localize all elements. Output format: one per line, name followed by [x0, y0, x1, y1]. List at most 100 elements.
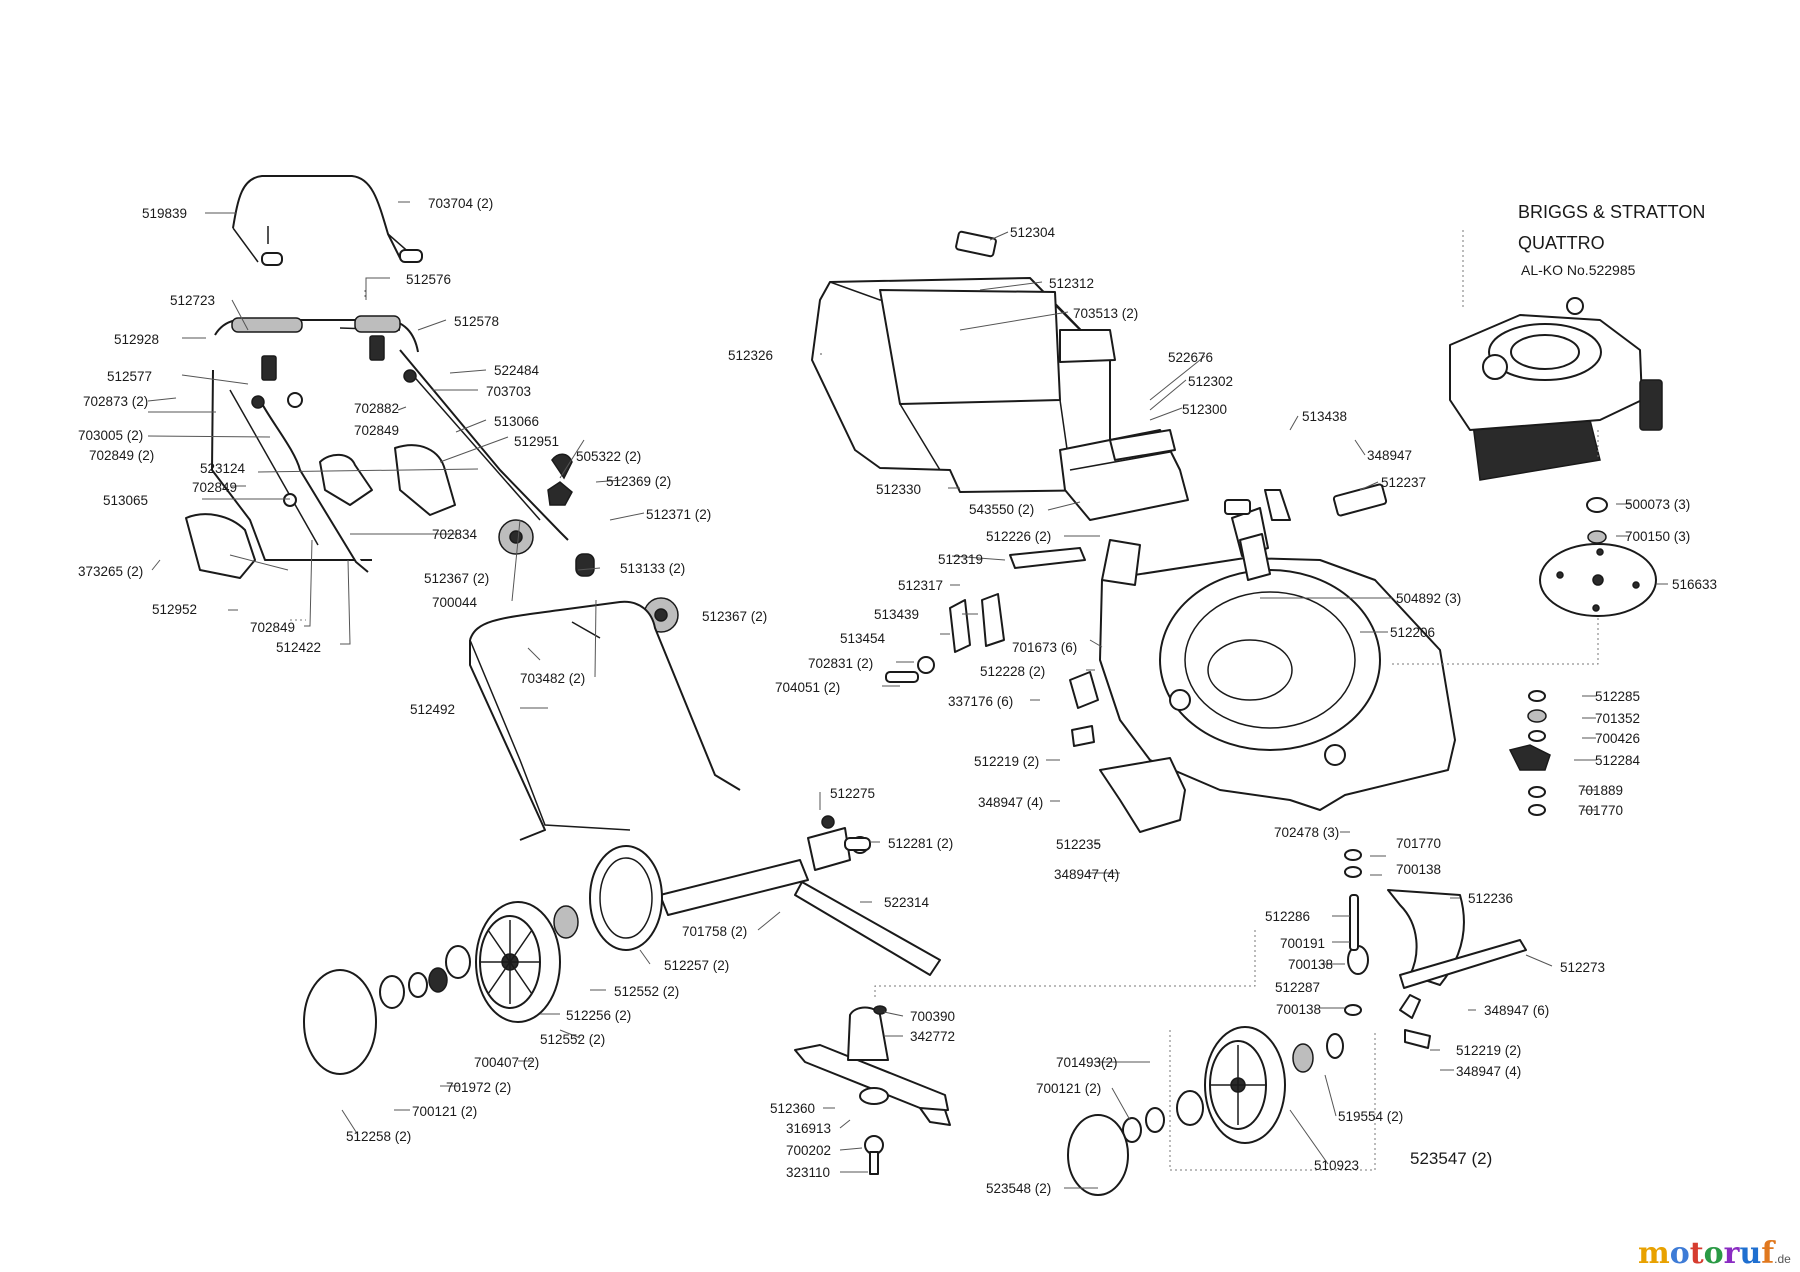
part-label: 702834	[432, 527, 478, 542]
part-label: 512317	[898, 578, 943, 593]
part-label: 512492	[410, 702, 455, 717]
watermark-letter: m	[1638, 1236, 1670, 1271]
part-label: 512326	[728, 348, 773, 363]
part-label: 702849	[354, 423, 399, 438]
engine-model-text: QUATTRO	[1518, 233, 1605, 253]
watermark-letter: o	[1669, 1236, 1690, 1271]
star-knobs	[498, 453, 679, 633]
upper-handle-bar	[232, 175, 423, 266]
part-label: 512287	[1275, 980, 1320, 995]
rear-axle-assembly	[659, 815, 941, 976]
part-label: 512226 (2)	[986, 529, 1051, 544]
part-label: 342772	[910, 1029, 955, 1044]
part-label: 505322 (2)	[576, 449, 641, 464]
part-label: 519839	[142, 206, 187, 221]
part-label: 704051 (2)	[775, 680, 840, 695]
part-label: 702849 (2)	[89, 448, 154, 463]
front-right-wheel	[1067, 1026, 1344, 1196]
grass-catcher	[811, 230, 1116, 493]
part-label: 701352	[1595, 711, 1640, 726]
part-label: 512952	[152, 602, 197, 617]
part-label: 513066	[494, 414, 539, 429]
part-label: 373265 (2)	[78, 564, 143, 579]
part-label: 702849	[192, 480, 237, 495]
part-label: 512371 (2)	[646, 507, 711, 522]
part-label: 510923	[1314, 1158, 1359, 1173]
part-label: 512552 (2)	[614, 984, 679, 999]
part-label: 512285	[1595, 689, 1640, 704]
part-label: 323110	[786, 1165, 830, 1180]
part-label: 512951	[514, 434, 559, 449]
part-label: 512367 (2)	[424, 571, 489, 586]
part-label: 512367 (2)	[702, 609, 767, 624]
part-label: 512302	[1188, 374, 1233, 389]
part-label: 513065	[103, 493, 148, 508]
part-label: 500073 (3)	[1625, 497, 1690, 512]
part-label: 512281 (2)	[888, 836, 953, 851]
part-label: 512206	[1390, 625, 1435, 640]
part-label: 337176 (6)	[948, 694, 1013, 709]
part-label: 512552 (2)	[540, 1032, 605, 1047]
engine-briggs-stratton-quattro	[1449, 297, 1663, 481]
part-label: 512237	[1381, 475, 1426, 490]
part-label: 700390	[910, 1009, 955, 1024]
part-label: 512422	[276, 640, 321, 655]
control-handle	[214, 315, 419, 381]
part-label: 519554 (2)	[1338, 1109, 1403, 1124]
part-label: 512219 (2)	[1456, 1043, 1521, 1058]
part-label: 348947 (4)	[978, 795, 1043, 810]
part-label: 512256 (2)	[566, 1008, 631, 1023]
part-label: 513439	[874, 607, 919, 622]
part-label: 522676	[1168, 350, 1213, 365]
part-label: 700407 (2)	[474, 1055, 539, 1070]
part-label: 701758 (2)	[682, 924, 747, 939]
watermark-letter: o	[1703, 1236, 1724, 1271]
part-label: 702478 (3)	[1274, 825, 1339, 840]
engine-brand-text: BRIGGS & STRATTON	[1518, 202, 1705, 222]
part-label: 512235	[1056, 837, 1101, 852]
watermark-letter: t	[1689, 1236, 1704, 1271]
right-knob-stack	[1508, 690, 1551, 816]
watermark-letter: r	[1723, 1236, 1740, 1271]
part-label: 700121 (2)	[412, 1104, 477, 1119]
part-label: 512578	[454, 314, 499, 329]
part-label: 504892 (3)	[1396, 591, 1461, 606]
part-label: 701770	[1396, 836, 1441, 851]
part-label: 512273	[1560, 960, 1605, 975]
part-label: 512330	[876, 482, 921, 497]
part-label: 512275	[830, 786, 875, 801]
part-label: 512228 (2)	[980, 664, 1045, 679]
part-label: 700138	[1276, 1002, 1321, 1017]
part-label: 512304	[1010, 225, 1056, 240]
part-label: 516633	[1672, 577, 1717, 592]
part-label: 701493(2)	[1056, 1055, 1118, 1070]
part-label: 316913	[786, 1121, 831, 1136]
part-label: 701972 (2)	[446, 1080, 511, 1095]
rear-flap	[1059, 429, 1388, 557]
part-label: 512219 (2)	[974, 754, 1039, 769]
part-label: 703482 (2)	[520, 671, 585, 686]
part-label: 523124	[200, 461, 246, 476]
handle-clamps	[185, 369, 456, 579]
part-label: 702831 (2)	[808, 656, 873, 671]
part-label: 512257 (2)	[664, 958, 729, 973]
part-label: 703704 (2)	[428, 196, 493, 211]
part-label-large: 523547 (2)	[1410, 1149, 1492, 1168]
part-label: 703005 (2)	[78, 428, 143, 443]
part-label: 348947 (4)	[1456, 1064, 1521, 1079]
mower-deck	[1099, 533, 1456, 811]
part-label: 512319	[938, 552, 983, 567]
part-label: 700138	[1288, 957, 1333, 972]
part-label: 512300	[1182, 402, 1227, 417]
part-labels: 519839 703704 (2) 512576 512723 512578 5…	[78, 196, 1717, 1196]
watermark-word: motoruf	[1638, 1236, 1774, 1271]
part-label: 512312	[1049, 276, 1094, 291]
part-label: 348947 (4)	[1054, 867, 1119, 882]
part-label: 701889	[1578, 783, 1623, 798]
part-label: 348947 (6)	[1484, 1003, 1549, 1018]
part-label: 348947	[1367, 448, 1412, 463]
hub-disc	[1539, 497, 1657, 617]
part-label: 512236	[1468, 891, 1513, 906]
part-label: 512576	[406, 272, 451, 287]
watermark-suffix: .de	[1774, 1252, 1791, 1266]
